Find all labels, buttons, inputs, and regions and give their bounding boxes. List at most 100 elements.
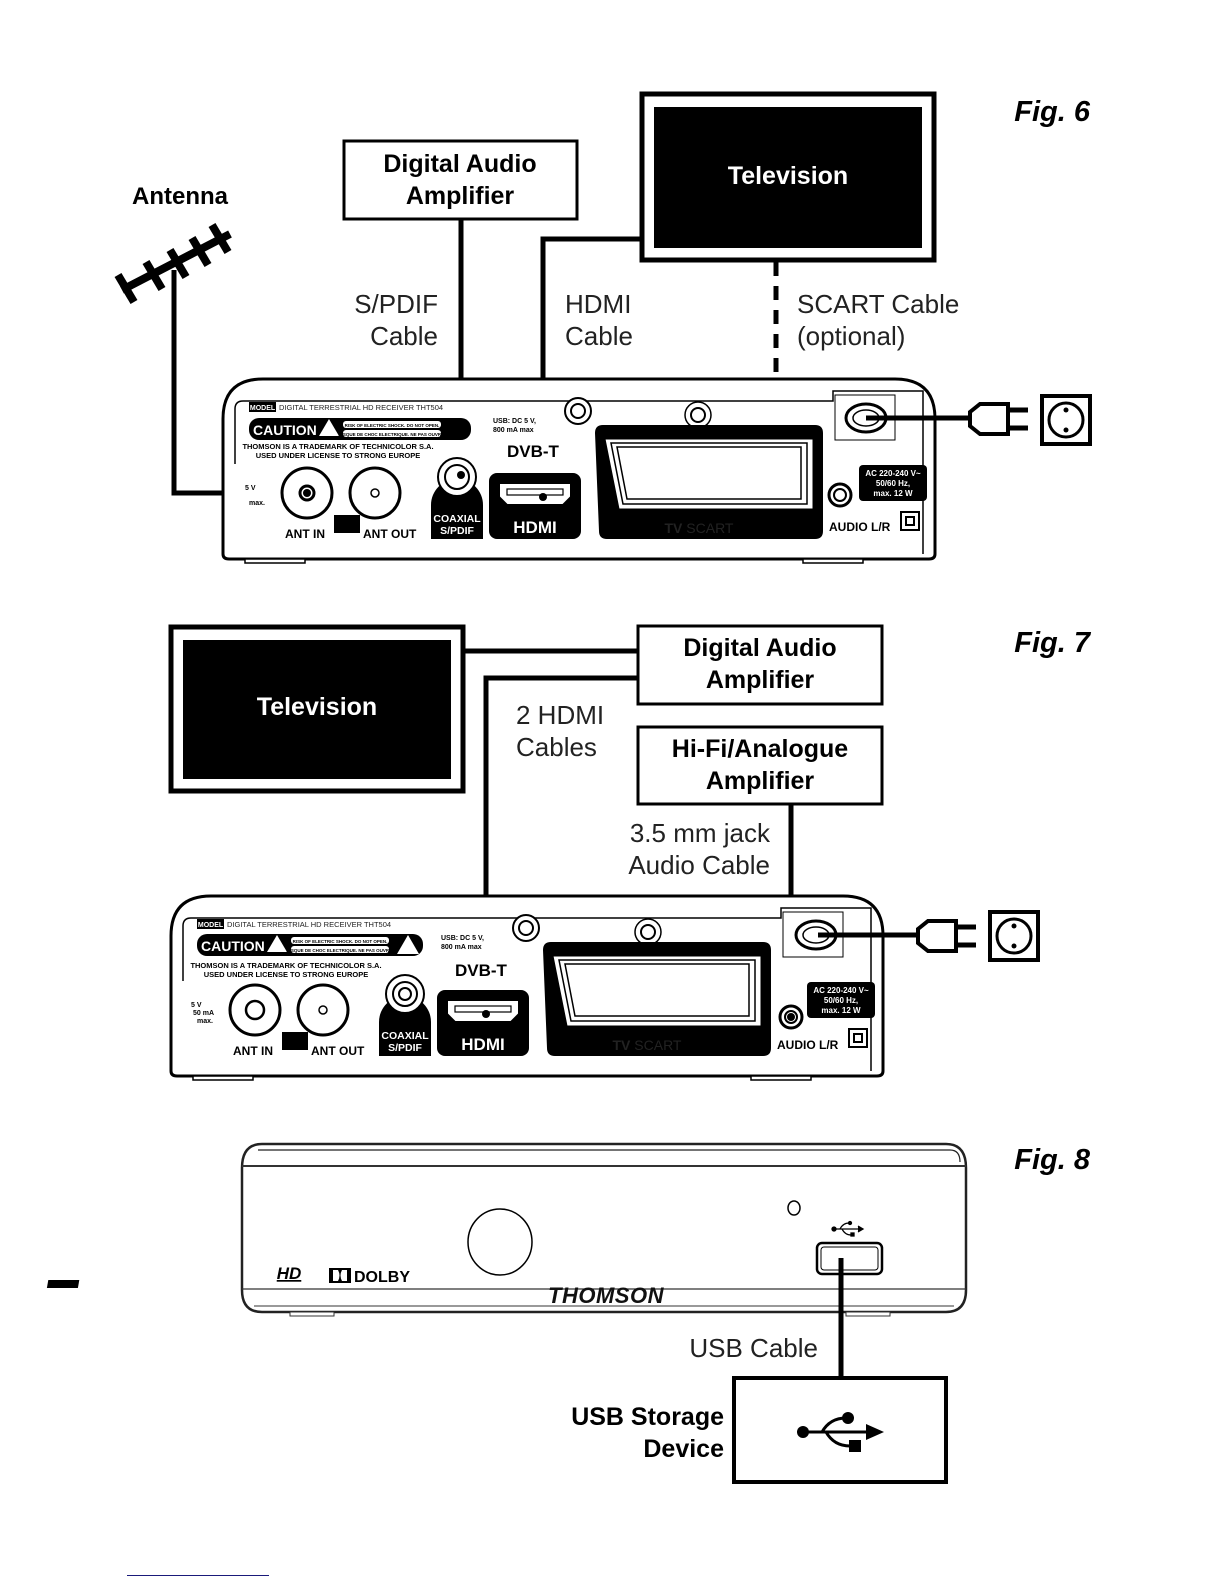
svg-text:(optional): (optional) [797,321,905,351]
svg-text:USED UNDER LICENSE TO STRONG E: USED UNDER LICENSE TO STRONG EUROPE [256,451,420,460]
dolby-logo: DOLBY [329,1268,410,1286]
svg-text:COAXIAL: COAXIAL [433,513,481,525]
hdtv-logo: HD TV [46,1264,302,1289]
fig7-label: Fig. 7 [1014,627,1092,659]
svg-text:800 mA max: 800 mA max [441,944,482,951]
svg-text:Television: Television [728,162,848,190]
usb-storage-device [732,1376,948,1484]
svg-text:5 V: 5 V [245,485,256,492]
svg-text:5 V: 5 V [191,1002,202,1009]
svg-text:USB Storage: USB Storage [571,1403,724,1431]
usb-cable-label: USB Cable [689,1333,818,1363]
wall-socket-icon [988,910,1040,962]
figure-7: Fig. 7 Television Digital Audio Amplifie… [168,624,1092,1082]
svg-text:Device: Device [643,1435,724,1463]
svg-text:Television: Television [257,693,377,721]
svg-text:DVB-T: DVB-T [455,961,508,980]
svg-text:MODEL: MODEL [198,922,224,929]
svg-text:RISK OF ELECTRIC SHOCK. DO NOT: RISK OF ELECTRIC SHOCK. DO NOT OPEN. [345,423,440,428]
svg-text:HDMI: HDMI [513,518,556,537]
svg-text:HDMI: HDMI [461,1035,504,1054]
svg-text:max. 12 W: max. 12 W [821,1006,861,1015]
led-indicator [787,1200,801,1216]
ir-window [467,1208,533,1276]
svg-text:ANT IN: ANT IN [285,527,325,541]
svg-text:ANT OUT: ANT OUT [363,527,417,541]
television: Television [639,91,937,263]
spdif-cable-label: S/PDIF Cable [354,289,438,351]
svg-text:RISK OF ELECTRIC SHOCK. DO NOT: RISK OF ELECTRIC SHOCK. DO NOT OPEN. [293,939,388,944]
footnote-rule [127,1575,269,1576]
svg-text:Digital Audio: Digital Audio [683,634,836,662]
usb-icon [831,1220,865,1237]
figure-8: Fig. 8 [46,1142,1091,1484]
hdmi-cable-label: HDMI Cable [565,289,633,351]
svg-text:max.: max. [249,500,265,507]
svg-text:DIGITAL TERRESTRIAL HD RECEIVE: DIGITAL TERRESTRIAL HD RECEIVER THT504 [279,403,443,412]
svg-text:AC 220-240 V~: AC 220-240 V~ [813,986,869,995]
thomson-logo: THOMSON [548,1283,665,1308]
svg-text:S/PDIF: S/PDIF [388,1042,422,1054]
digital-audio-amplifier: Digital Audio Amplifier [342,139,579,221]
svg-text:Amplifier: Amplifier [706,666,815,694]
usb-storage-device-label: USB Storage Device [571,1403,724,1463]
fig6-label: Fig. 6 [1014,96,1091,128]
svg-text:TV SCART: TV SCART [665,520,734,536]
svg-text:3.5 mm jack: 3.5 mm jack [630,818,771,848]
svg-text:AUDIO L/R: AUDIO L/R [829,520,891,534]
svg-text:USB: DC 5 V,: USB: DC 5 V, [441,935,484,942]
fig8-label: Fig. 8 [1014,1144,1091,1176]
receiver-rear-panel: MODEL DIGITAL TERRESTRIAL HD RECEIVER TH… [221,377,937,565]
hdmi-cables-label: 2 HDMI Cables [516,700,604,762]
receiver-rear-panel: MODEL DIGITAL TERRESTRIAL HD RECEIVER TH… [169,894,885,1082]
hifi-analogue-amplifier: Hi-Fi/Analogue Amplifier [636,725,884,806]
svg-text:CAUTION: CAUTION [253,422,317,438]
svg-text:RISQUE DE CHOC ELECTRIQUE. NE: RISQUE DE CHOC ELECTRIQUE. NE PAS OUVRIR [286,948,394,953]
svg-text:SCART Cable: SCART Cable [797,289,959,319]
svg-text:DIGITAL TERRESTRIAL HD RECEIVE: DIGITAL TERRESTRIAL HD RECEIVER THT504 [227,920,391,929]
svg-text:ANT OUT: ANT OUT [311,1044,365,1058]
svg-text:TV SCART: TV SCART [613,1037,682,1053]
svg-text:Digital Audio: Digital Audio [383,150,536,178]
svg-text:S/PDIF: S/PDIF [354,289,438,319]
wall-socket-icon [1040,394,1092,446]
svg-text:Cable: Cable [565,321,633,351]
television: Television [168,624,466,794]
usb-icon [797,1412,884,1452]
receiver-front-panel: HD TV DOLBY THOMSON [46,1142,968,1317]
svg-text:DVB-T: DVB-T [507,442,560,461]
svg-text:S/PDIF: S/PDIF [440,525,474,537]
svg-text:max.: max. [197,1018,213,1025]
svg-text:TV: TV [285,1282,294,1289]
power-plug-icon [916,919,976,953]
svg-text:HD: HD [277,1264,302,1283]
scart-cable-label: SCART Cable (optional) [797,289,959,351]
svg-text:50 mA: 50 mA [193,1010,214,1017]
svg-text:THOMSON IS A TRADEMARK OF TECH: THOMSON IS A TRADEMARK OF TECHNICOLOR S.… [242,442,433,451]
svg-text:max. 12 W: max. 12 W [873,489,913,498]
svg-text:ANT IN: ANT IN [233,1044,273,1058]
svg-text:AC 220-240 V~: AC 220-240 V~ [865,469,921,478]
svg-text:CAUTION: CAUTION [201,938,265,954]
svg-text:HDMI: HDMI [565,289,631,319]
svg-text:THOMSON IS A TRADEMARK OF TECH: THOMSON IS A TRADEMARK OF TECHNICOLOR S.… [190,961,381,970]
svg-text:2 HDMI: 2 HDMI [516,700,604,730]
svg-text:USED UNDER LICENSE TO STRONG E: USED UNDER LICENSE TO STRONG EUROPE [204,970,368,979]
svg-text:USB: DC 5 V,: USB: DC 5 V, [493,418,536,425]
svg-text:DOLBY: DOLBY [354,1269,410,1286]
svg-text:Amplifier: Amplifier [406,182,515,210]
svg-text:AUDIO L/R: AUDIO L/R [777,1038,839,1052]
svg-text:50/60 Hz,: 50/60 Hz, [876,479,910,488]
svg-text:MODEL: MODEL [250,405,276,412]
svg-text:Hi-Fi/Analogue: Hi-Fi/Analogue [672,735,848,763]
svg-text:Audio Cable: Audio Cable [628,850,770,880]
svg-text:50/60 Hz,: 50/60 Hz, [824,996,858,1005]
svg-text:Amplifier: Amplifier [706,767,815,795]
antenna-label: Antenna [132,183,229,210]
power-plug-icon [968,402,1028,436]
digital-audio-amplifier: Digital Audio Amplifier [636,624,884,706]
svg-text:COAXIAL: COAXIAL [381,1030,429,1042]
svg-text:800 mA max: 800 mA max [493,427,534,434]
svg-text:Cable: Cable [370,321,438,351]
